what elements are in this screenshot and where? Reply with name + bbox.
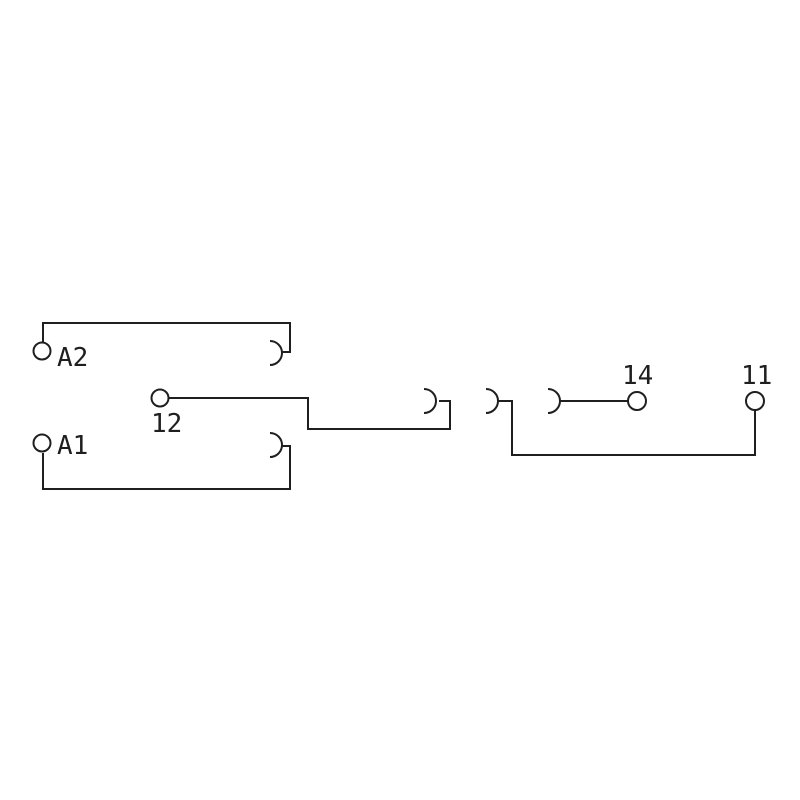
wire-12-contact [161, 397, 451, 430]
terminal-a2 [32, 341, 52, 361]
socket-a1 [269, 432, 283, 458]
terminal-11 [745, 391, 765, 411]
label-12: 12 [151, 409, 182, 439]
label-14: 14 [622, 361, 653, 391]
label-a1: A1 [57, 431, 88, 461]
label-11: 11 [741, 361, 772, 391]
terminal-14 [627, 391, 647, 411]
socket-a2 [269, 340, 283, 366]
wire-a2-loop [42, 322, 291, 353]
wire-a1-loop [42, 445, 291, 490]
socket-contact-14 [547, 388, 561, 414]
terminal-12 [150, 388, 170, 408]
label-a2: A2 [57, 343, 88, 373]
terminal-a1 [32, 433, 52, 453]
socket-contact-common [485, 388, 499, 414]
wire-common-11 [497, 400, 756, 456]
socket-contact-12 [423, 388, 437, 414]
